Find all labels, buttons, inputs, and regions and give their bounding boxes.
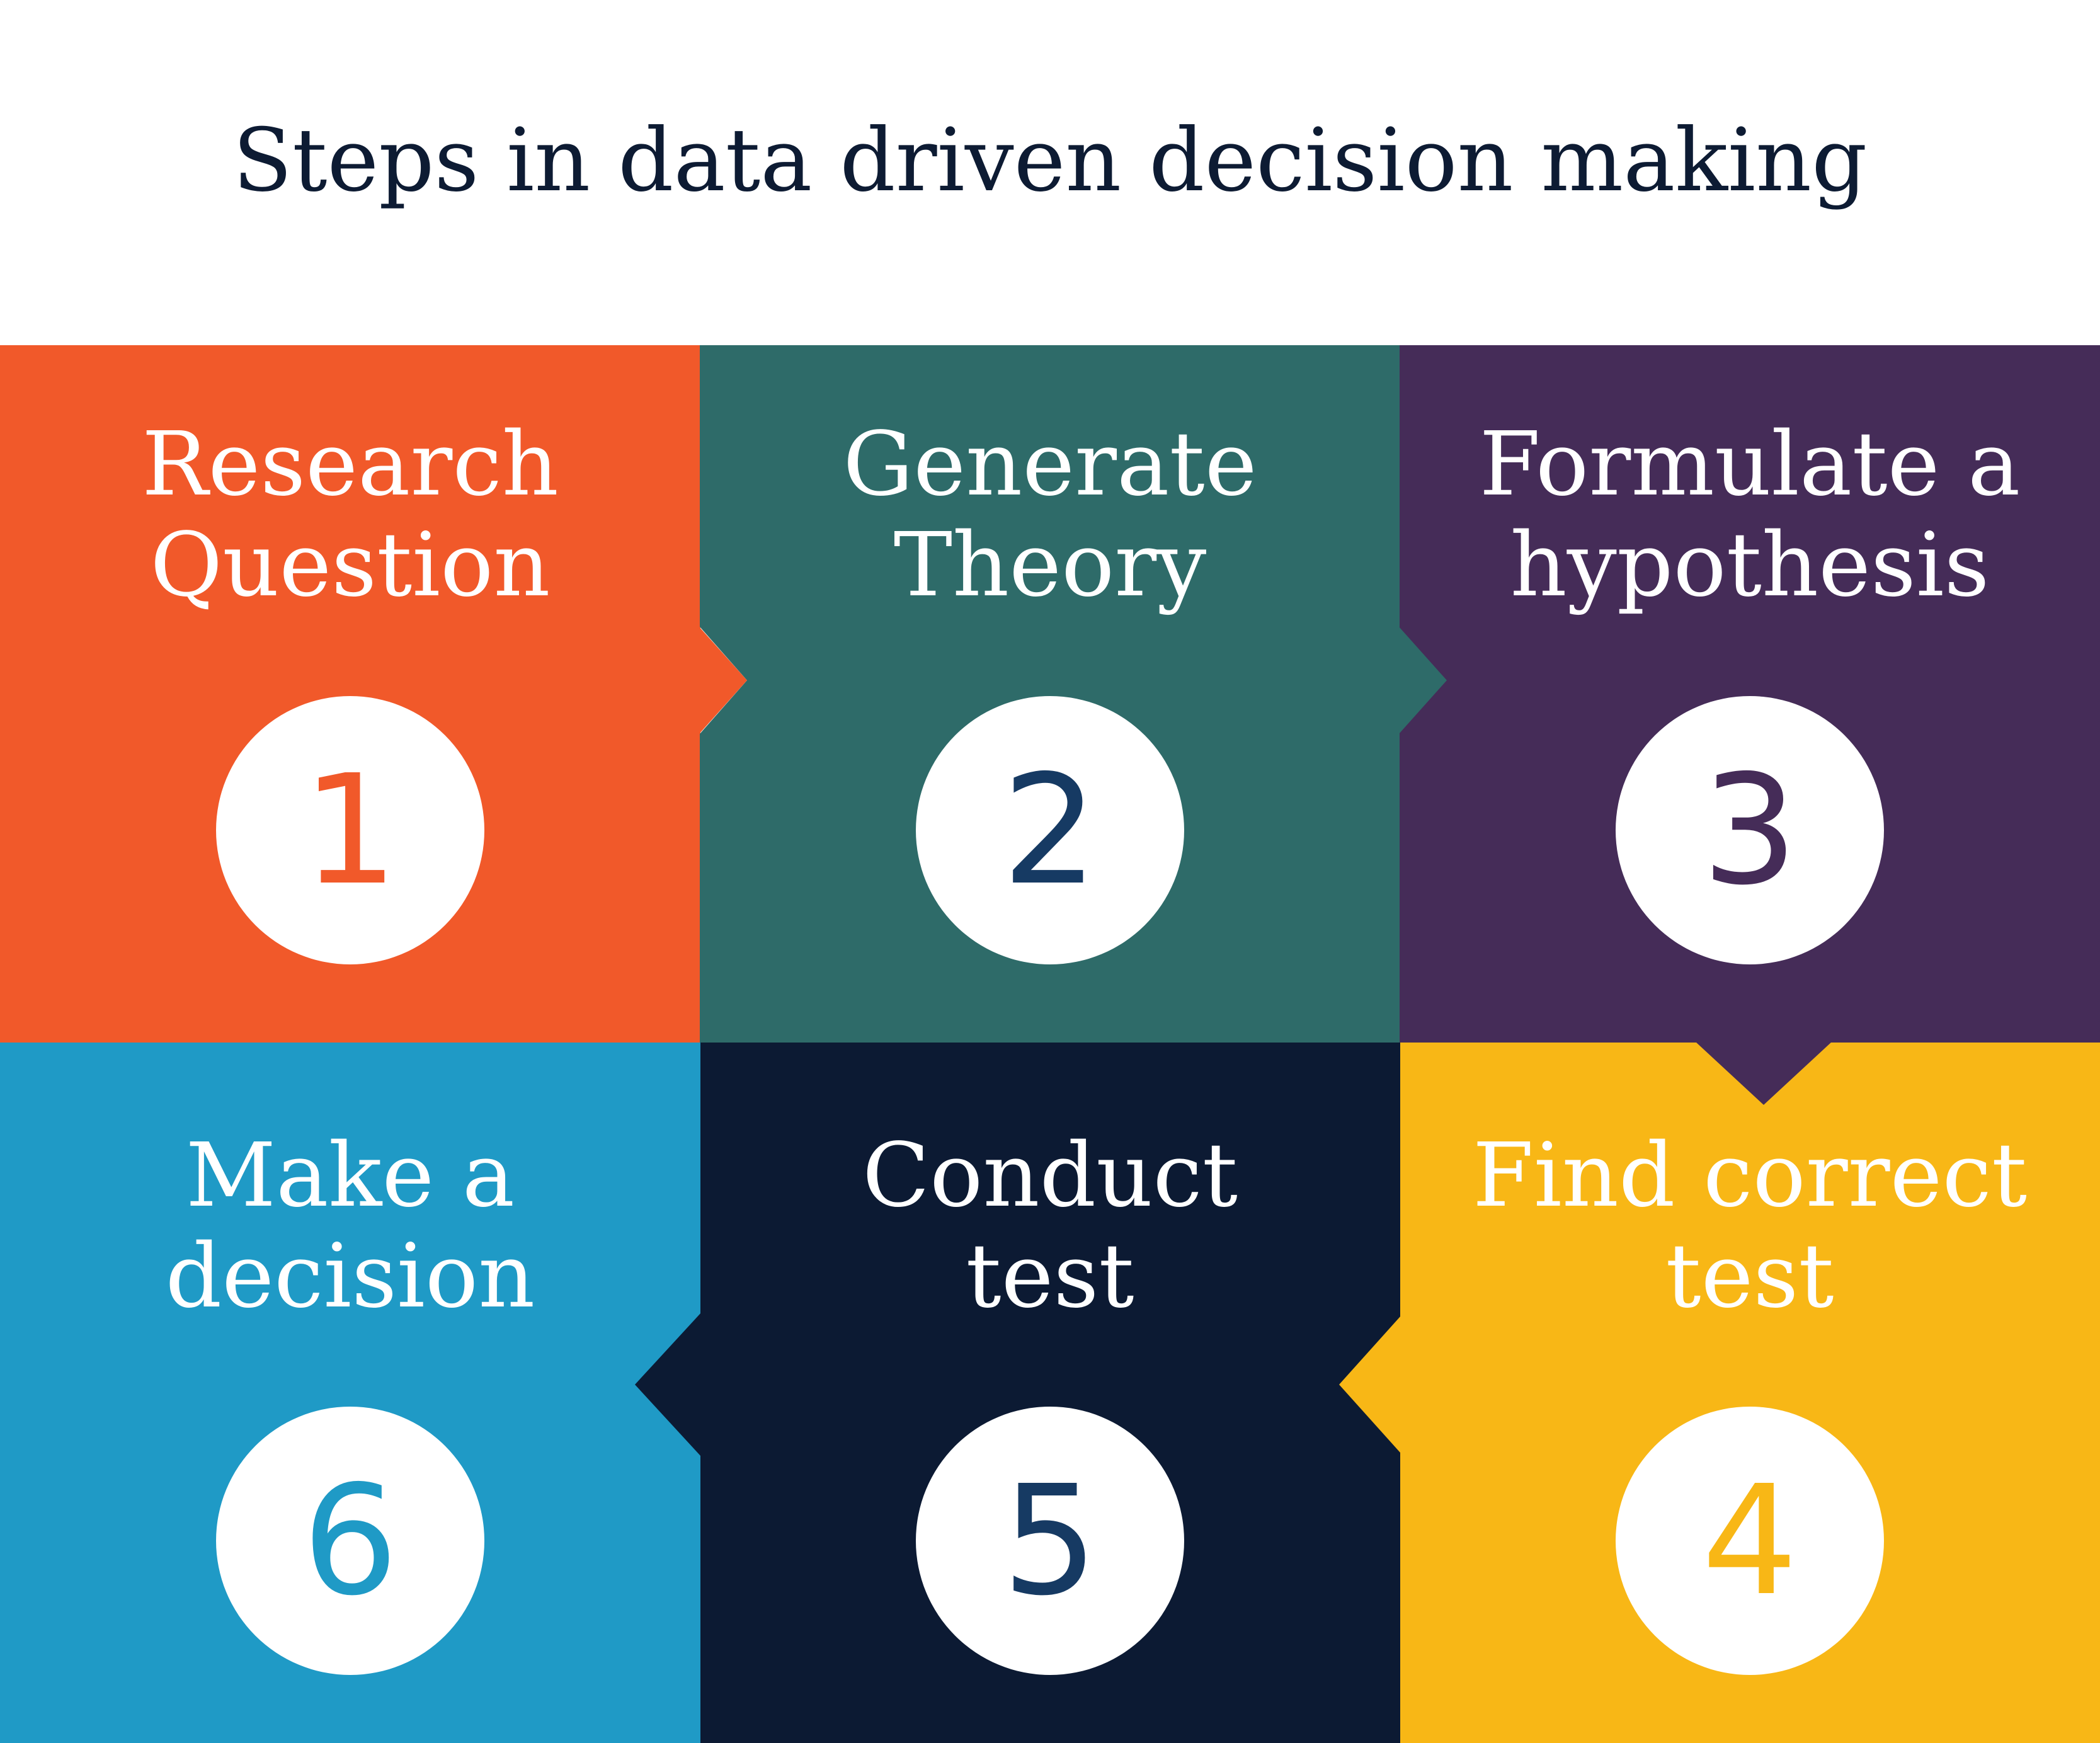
step-1-label: Research Question (1, 414, 700, 616)
step-4-circle (1616, 1407, 1884, 1675)
arrow-5-to-6 (635, 1313, 700, 1456)
step-6-label-line-1: Make a (185, 1124, 515, 1227)
step-5-number: 5 (1002, 1453, 1099, 1629)
step-2-number: 2 (1002, 742, 1099, 918)
step-2-label-line-2: Theory (893, 514, 1207, 617)
step-6-number: 6 (302, 1453, 399, 1629)
step-6-label-line-2: decision (165, 1225, 535, 1328)
step-3-number: 3 (1702, 742, 1798, 918)
step-5-label-line-1: Conduct (862, 1124, 1238, 1227)
step-1-label-line-2: Question (150, 514, 551, 617)
step-1-label-line-1: Research (142, 413, 559, 516)
step-3-label: Formulate a hypothesis (1400, 414, 2099, 616)
step-5-circle (916, 1407, 1184, 1675)
step-4-label: Find correct test (1400, 1126, 2099, 1327)
step-4-label-line-1: Find correct (1472, 1124, 2028, 1227)
arrow-3-to-4 (1696, 1042, 1832, 1105)
arrow-4-to-5 (1339, 1317, 1400, 1453)
step-5-label: Conduct test (700, 1126, 1400, 1327)
step-4-label-line-2: test (1665, 1225, 1834, 1328)
step-2-label: Generate Theory (700, 414, 1400, 616)
step-1-number: 1 (302, 742, 399, 918)
diagram-title: Steps in data driven decision making (232, 110, 1868, 211)
step-3-label-line-1: Formulate a (1479, 413, 2021, 516)
step-5-label-line-2: test (966, 1225, 1134, 1328)
arrow-1-to-2 (699, 627, 747, 734)
step-2-label-line-1: Generate (843, 413, 1257, 516)
step-4-number: 4 (1702, 1453, 1798, 1629)
step-6-circle (216, 1407, 484, 1675)
step-6-label: Make a decision (1, 1126, 700, 1327)
step-2-circle (916, 696, 1184, 964)
step-1-circle (216, 696, 484, 964)
arrow-2-to-3 (1399, 627, 1447, 734)
step-3-circle (1616, 696, 1884, 964)
step-2-panel (700, 345, 1447, 1043)
step-3-label-line-2: hypothesis (1510, 514, 1990, 617)
